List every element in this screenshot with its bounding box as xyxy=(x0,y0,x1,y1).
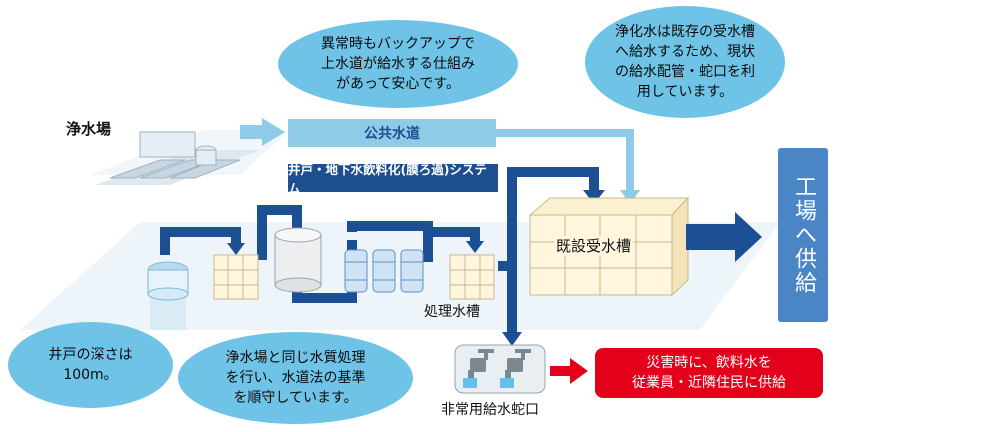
well-icon xyxy=(147,261,189,330)
treatment-tank-label: 処理水槽 xyxy=(424,304,480,320)
public-water-pipe xyxy=(496,129,634,194)
filter-tank-icon xyxy=(274,227,322,293)
well-depth-bubble: 井戸の深さは 100m。 xyxy=(8,322,173,408)
backup-note-text: 異常時もバックアップで 上水道が給水する仕組み があって安心です。 xyxy=(321,36,475,92)
membrane-modules-icon xyxy=(344,249,424,293)
system-name-label: 井戸・地下水飲料化(膜ろ過)システム xyxy=(288,162,487,196)
plant-to-public-arrow xyxy=(240,118,285,146)
emergency-faucet-label: 非常用給水蛇口 xyxy=(441,402,539,418)
storage-tank-1-icon xyxy=(213,254,259,300)
faucet-icon-2 xyxy=(500,349,531,388)
public-water-bar-bg xyxy=(288,119,496,147)
purified-note-bubble: 浄化水は既存の受水槽 へ給水するため、現状 の給水配管・蛇口を利 用しています。 xyxy=(585,6,785,118)
existing-tank-label: 既設受水槽 xyxy=(554,236,634,256)
tank-to-factory-arrow xyxy=(686,212,762,262)
faucet-icon-1 xyxy=(463,349,494,388)
backup-note-bubble: 異常時もバックアップで 上水道が給水する仕組み があって安心です。 xyxy=(278,20,518,108)
purification-plant-icon xyxy=(95,131,260,185)
pipe-arrowhead-4 xyxy=(502,332,522,346)
faucet-to-disaster-arrow xyxy=(550,358,588,384)
factory-supply-box xyxy=(778,148,828,322)
purification-plant-label: 浄水場 xyxy=(66,120,112,138)
standard-note-bubble: 浄水場と同じ水質処理 を行い、水道法の基準 を順守しています。 xyxy=(178,332,413,424)
public-water-pipe-head xyxy=(620,190,640,204)
pipe-arrowhead-3 xyxy=(583,190,605,204)
disaster-note-box: 災害時に、飲料水を 従業員・近隣住民に供給 xyxy=(595,348,823,398)
public-water-label: 公共水道 xyxy=(364,126,420,142)
system-bar-bg xyxy=(288,164,498,192)
well-depth-text: 井戸の深さは 100m。 xyxy=(48,347,133,383)
existing-tank-icon xyxy=(528,196,690,297)
pipe-arrowhead-1 xyxy=(227,243,245,255)
purified-note-text: 浄化水は既存の受水槽 へ給水するため、現状 の給水配管・蛇口を利 用しています。 xyxy=(615,24,755,100)
pipe-arrowhead-2 xyxy=(466,241,484,253)
standard-note-text: 浄水場と同じ水質処理 を行い、水道法の基準 を順守しています。 xyxy=(225,350,366,406)
treatment-tank-icon xyxy=(449,254,495,300)
factory-supply-label: 工場へ供給 xyxy=(791,175,816,295)
